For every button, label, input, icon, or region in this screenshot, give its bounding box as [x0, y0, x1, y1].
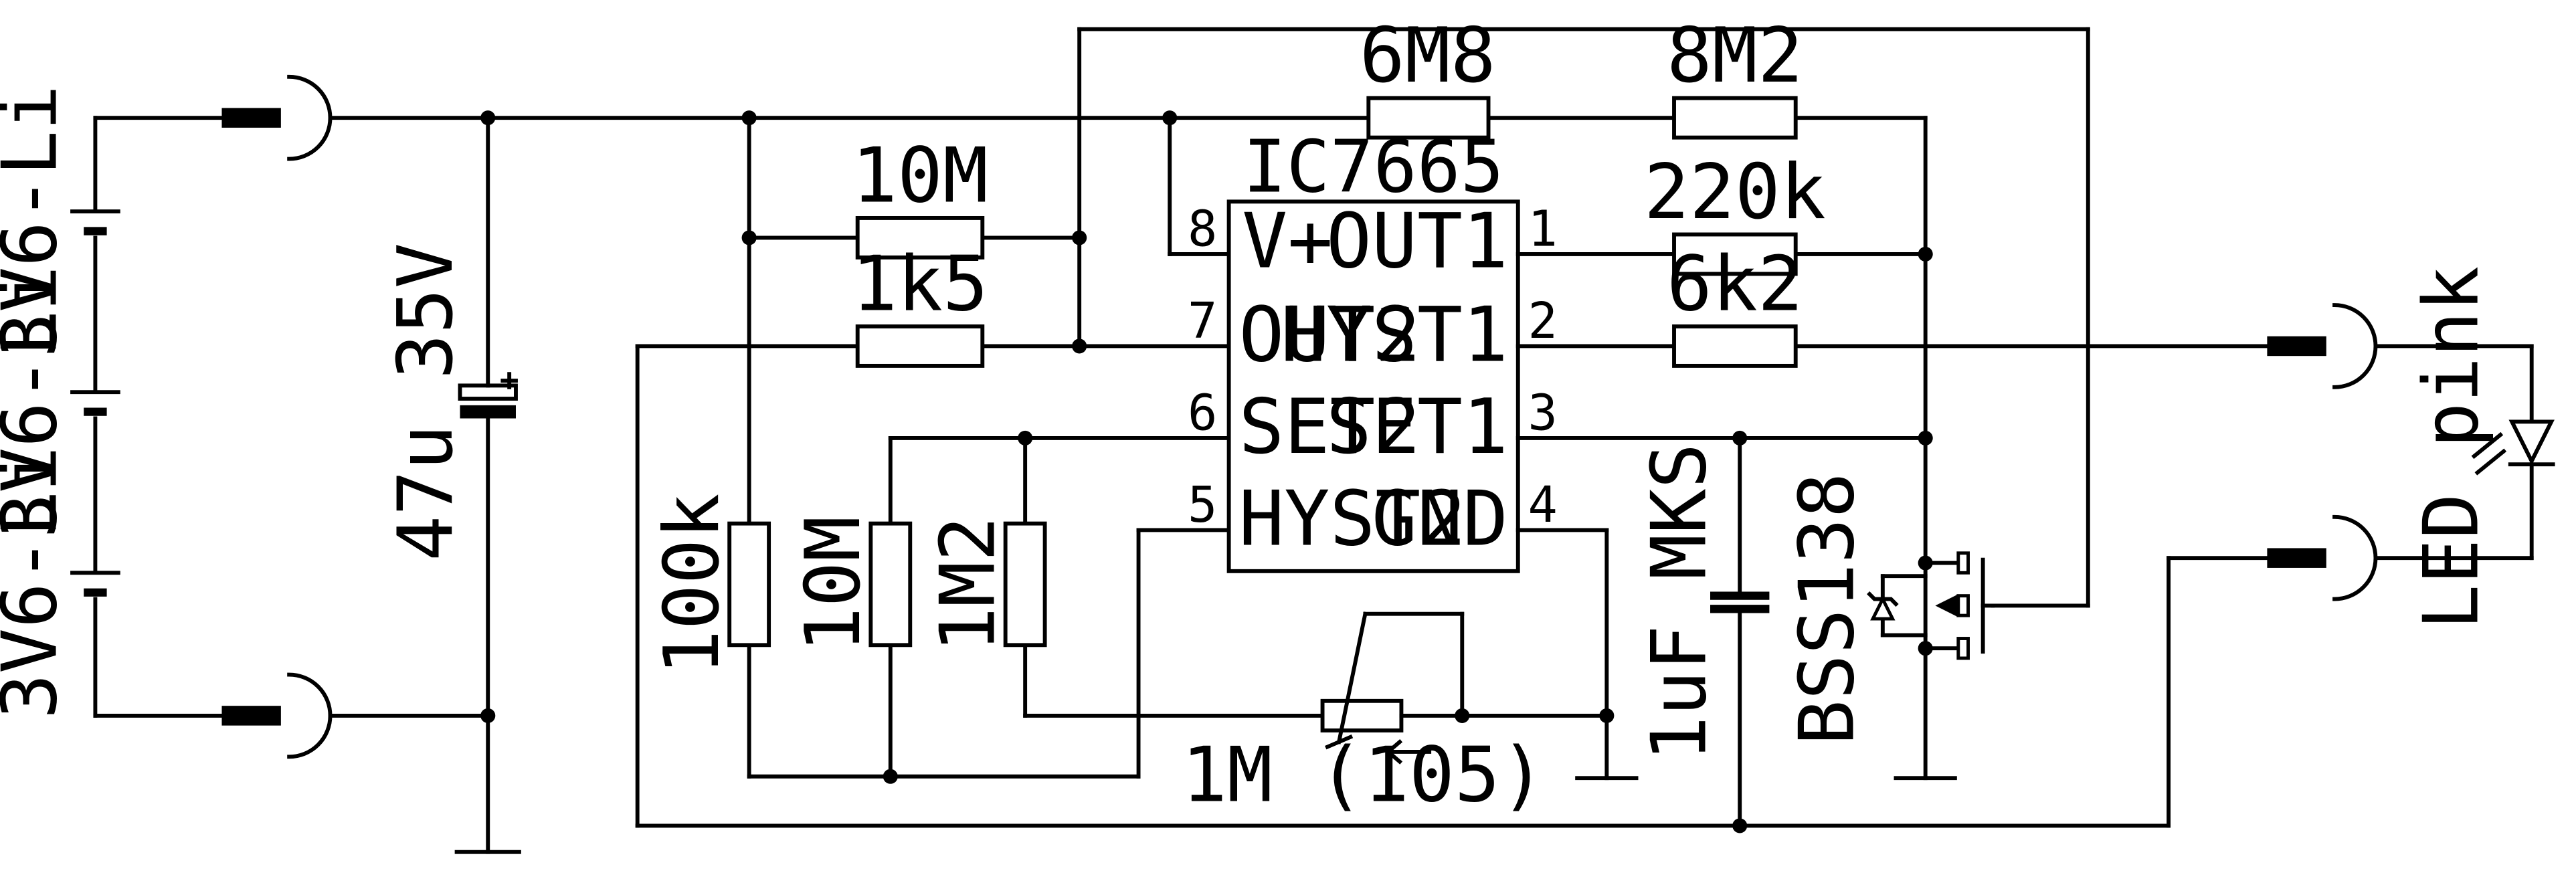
resistor-1m2: 1M2: [923, 516, 1047, 652]
resistor-100k: 100k: [648, 493, 771, 675]
battery-label-2: 3V6-Li: [0, 266, 74, 538]
resistor-1k5: 1k5: [852, 239, 988, 368]
resistor-10m-vertical: 10M: [789, 516, 913, 652]
ic-pin-num-1: 1: [1528, 201, 1557, 258]
right-side-wiring: [1515, 252, 2270, 828]
resistor-8m2: 8M2: [1667, 11, 1803, 140]
capacitor-47u-label: 47u 35V: [381, 243, 470, 561]
battery-cell-1: [70, 209, 120, 235]
capacitor-1uf: 1uF MKS: [1635, 443, 1770, 762]
battery-stack: 3V6-Li 3V6-Li 3V6-Li: [0, 85, 120, 719]
capacitor-47u: 47u 35V: [381, 116, 521, 854]
resistor-6m8: 6M8: [1360, 11, 1496, 140]
battery-label-1: 3V6-Li: [0, 85, 74, 358]
ic-pin-num-3: 3: [1528, 385, 1557, 442]
ic-pin-num-5: 5: [1188, 477, 1217, 534]
ic-pin-label-set1: SET1: [1326, 383, 1508, 471]
ic-pin-label-out2: OUT2: [1238, 291, 1420, 379]
led-label: LED pink: [2407, 266, 2496, 630]
battery-label-3: 3V6-Li: [0, 446, 74, 719]
led-pink: LED pink: [2407, 266, 2555, 630]
resistor-8m2-label: 8M2: [1667, 11, 1803, 100]
connector-led-top: [2267, 303, 2534, 389]
connector-battery-top: [93, 74, 490, 161]
connector-led-bottom: [2167, 514, 2534, 828]
ic-pin-num-2: 2: [1528, 293, 1557, 350]
resistor-1m2-label: 1M2: [923, 516, 1012, 652]
junction-dots: [480, 110, 1933, 833]
ic-pin-label-out1: OUT1: [1326, 197, 1508, 286]
resistor-220k-label: 220k: [1644, 148, 1826, 236]
ic-pin-num-8: 8: [1188, 201, 1217, 258]
connector-battery-bottom: [93, 672, 490, 759]
ic-pin-label-hyst2: HYST2: [1238, 475, 1466, 563]
gate-feedback-wire: [1077, 27, 2090, 608]
resistor-1k5-label: 1k5: [852, 239, 988, 328]
battery-cell-2: [70, 390, 120, 416]
resistor-100k-label: 100k: [648, 493, 736, 675]
resistor-10m-vertical-label: 10M: [789, 516, 877, 652]
ic-pin-label-v-plus: V+: [1242, 197, 1333, 286]
resistor-network: [635, 116, 2171, 828]
resistor-6k2: 6k2: [1667, 239, 1803, 368]
mosfet-label: BSS138: [1783, 472, 1871, 745]
battery-cell-3: [70, 571, 120, 597]
resistor-6m8-label: 6M8: [1360, 11, 1496, 100]
ic-pin-label-set2: SET2: [1238, 383, 1420, 471]
resistor-10m-top: 10M: [852, 131, 988, 260]
resistor-220k: 220k: [1644, 148, 1826, 276]
resistor-6k2-label: 6k2: [1667, 239, 1803, 328]
ic-pin-num-4: 4: [1528, 477, 1557, 534]
ic-name: IC7665: [1243, 126, 1504, 209]
ic-pin-num-6: 6: [1188, 385, 1217, 442]
potentiometer-label: 1M (105): [1182, 731, 1546, 819]
top-rail: [486, 116, 1957, 781]
ic-7665: IC7665 V+ OUT2 SET2 HYST2 8 7 6 5 OUT1 H…: [1188, 126, 1558, 573]
ic-pin-label-hyst1: HYST1: [1281, 291, 1508, 379]
potentiometer-1m: 1M (105): [1182, 611, 1609, 819]
ic-pin-num-7: 7: [1188, 293, 1217, 350]
capacitor-1uf-label: 1uF MKS: [1635, 443, 1724, 762]
ic-pin-label-gnd: GND: [1372, 475, 1508, 563]
mosfet-bss138: BSS138: [1783, 472, 1995, 745]
resistor-10m-top-label: 10M: [852, 131, 988, 219]
